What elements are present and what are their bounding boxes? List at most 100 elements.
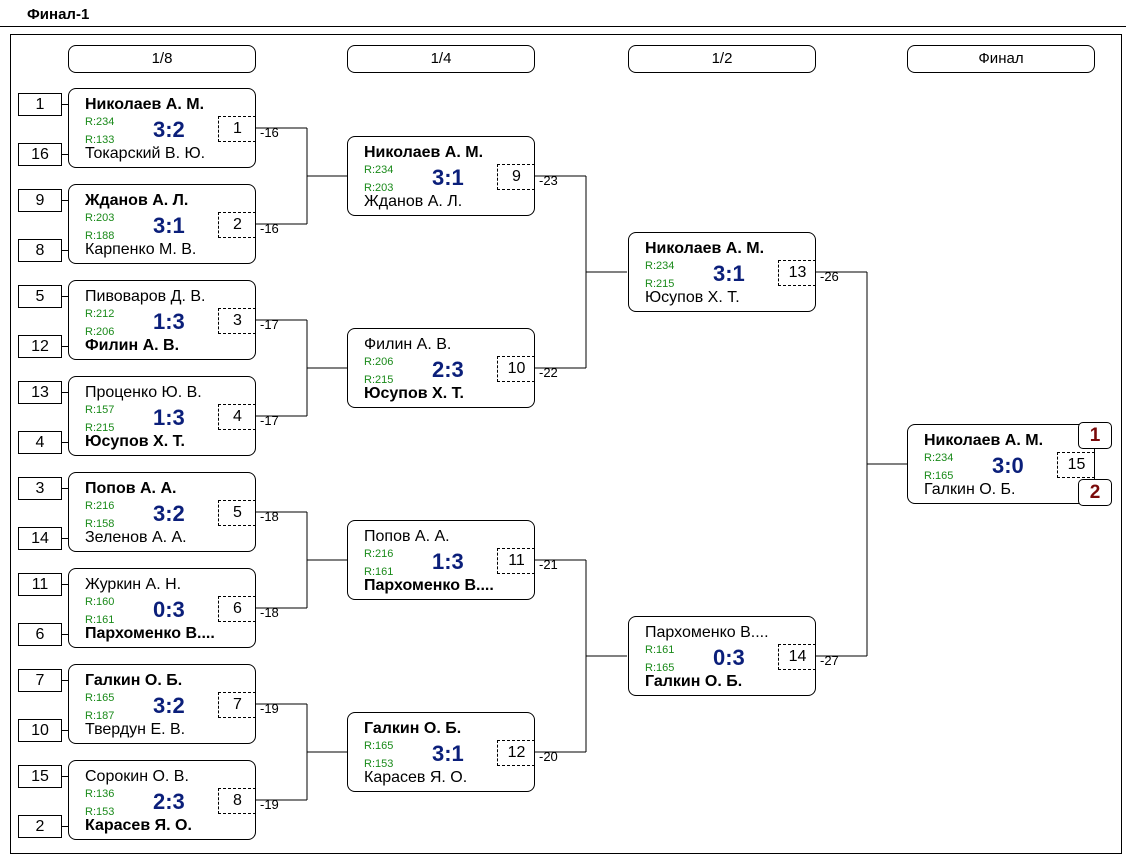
seed-box: 12	[18, 335, 62, 358]
player-top-name: Сорокин О. В.	[85, 768, 189, 785]
player-bottom-name: Галкин О. Б.	[924, 481, 1016, 498]
seed-box: 10	[18, 719, 62, 742]
player-bottom-rating: R:161	[85, 614, 115, 626]
player-top-name: Пивоваров Д. В.	[85, 288, 206, 305]
match-score: 1:3	[153, 405, 185, 430]
loser-drop-label: -16	[260, 221, 279, 236]
match-number: 3	[233, 312, 242, 329]
player-top-name: Жданов А. Л.	[85, 192, 189, 209]
player-top-name: Николаев А. М.	[645, 240, 765, 257]
player-top-rating: R:157	[85, 404, 115, 416]
player-bottom-name: Галкин О. Б.	[645, 673, 743, 690]
player-bottom-rating: R:206	[85, 326, 115, 338]
loser-drop-label: -22	[539, 365, 558, 380]
match-number: 15	[1067, 456, 1086, 473]
match-score: 1:3	[432, 549, 464, 574]
player-bottom-rating: R:153	[85, 806, 115, 818]
player-bottom-name: Зеленов А. А.	[85, 529, 187, 546]
player-top-rating: R:203	[85, 212, 115, 224]
player-top-rating: R:212	[85, 308, 115, 320]
player-top-rating: R:216	[364, 548, 394, 560]
player-top-name: Николаев А. М.	[85, 96, 205, 113]
player-top-name: Николаев А. М.	[924, 432, 1044, 449]
loser-drop-label: -23	[539, 173, 558, 188]
player-top-name: Попов А. А.	[364, 528, 450, 545]
loser-drop-label: -17	[260, 317, 279, 332]
match-number-box: 1	[218, 116, 256, 142]
match-score: 3:2	[153, 693, 185, 718]
player-top-rating: R:136	[85, 788, 115, 800]
loser-drop-label: -16	[260, 125, 279, 140]
seed-box: 7	[18, 669, 62, 692]
player-bottom-name: Филин А. В.	[85, 337, 180, 354]
seed-box: 9	[18, 189, 62, 212]
player-bottom-rating: R:188	[85, 230, 115, 242]
match-number-box: 2	[218, 212, 256, 238]
match-number-box: 3	[218, 308, 256, 334]
player-bottom-name: Карасев Я. О.	[364, 769, 468, 786]
player-bottom-rating: R:158	[85, 518, 115, 530]
title-bar: Финал-1	[0, 0, 1126, 27]
player-bottom-name: Твердун Е. В.	[85, 721, 186, 738]
match-number-box: 4	[218, 404, 256, 430]
player-bottom-rating: R:165	[645, 662, 675, 674]
match-number-box: 10	[497, 356, 535, 382]
player-bottom-rating: R:215	[85, 422, 115, 434]
match-number: 6	[233, 600, 242, 617]
match-number: 7	[233, 696, 242, 713]
loser-drop-label: -19	[260, 797, 279, 812]
player-bottom-name: Токарский В. Ю.	[85, 145, 206, 162]
player-bottom-name: Карасев Я. О.	[85, 817, 192, 834]
place-badge-second: 2	[1078, 479, 1112, 506]
match-number-box: 8	[218, 788, 256, 814]
match-score: 3:2	[153, 501, 185, 526]
match-score: 2:3	[432, 357, 464, 382]
match-number: 5	[233, 504, 242, 521]
round-header-1-2: 1/2	[628, 45, 816, 73]
match-number-box: 13	[778, 260, 816, 286]
seed-box: 15	[18, 765, 62, 788]
match-score: 0:3	[153, 597, 185, 622]
match-number: 14	[788, 648, 807, 665]
match-number-box: 5	[218, 500, 256, 526]
player-bottom-name: Пархоменко В....	[364, 577, 494, 594]
player-top-name: Николаев А. М.	[364, 144, 484, 161]
match-score: 3:0	[992, 453, 1024, 478]
round-header-final: Финал	[907, 45, 1095, 73]
player-top-rating: R:165	[364, 740, 394, 752]
match-number: 4	[233, 408, 242, 425]
player-bottom-rating: R:165	[924, 470, 954, 482]
match-number: 1	[233, 120, 242, 137]
player-top-name: Галкин О. Б.	[85, 672, 183, 689]
player-top-rating: R:160	[85, 596, 115, 608]
player-bottom-rating: R:161	[364, 566, 394, 578]
match-number-box: 9	[497, 164, 535, 190]
seed-box: 14	[18, 527, 62, 550]
match-score: 1:3	[153, 309, 185, 334]
match-score: 3:1	[432, 165, 464, 190]
bracket-title: Финал-1	[27, 6, 90, 23]
player-bottom-rating: R:187	[85, 710, 115, 722]
match-number: 9	[512, 168, 521, 185]
match-number: 10	[507, 360, 526, 377]
match-score: 2:3	[153, 789, 185, 814]
player-top-name: Попов А. А.	[85, 480, 177, 497]
loser-drop-label: -21	[539, 557, 558, 572]
player-bottom-name: Юсупов Х. Т.	[364, 385, 464, 402]
player-top-rating: R:206	[364, 356, 394, 368]
